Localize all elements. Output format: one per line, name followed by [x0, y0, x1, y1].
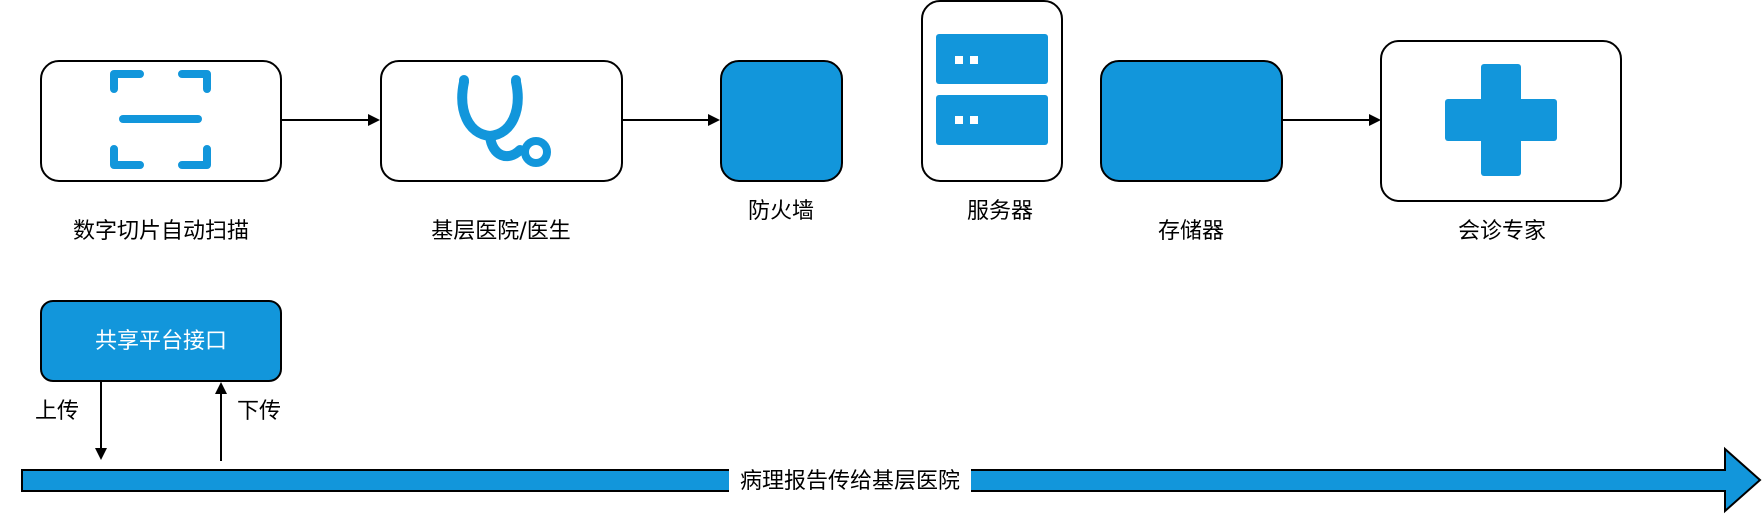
platform-label: 共享平台接口	[95, 329, 227, 354]
server-label: 服务器	[967, 199, 1033, 224]
server-icon	[936, 34, 1048, 145]
node-storage[interactable]	[1100, 60, 1283, 182]
upload-label: 上传	[35, 399, 79, 424]
node-expert[interactable]	[1380, 40, 1622, 202]
band-label: 病理报告传给基层医院	[740, 469, 960, 494]
node-hospital[interactable]	[380, 60, 623, 182]
medical-cross-icon	[1445, 64, 1557, 176]
node-server[interactable]	[921, 0, 1063, 182]
scanner-label: 数字切片自动扫描	[73, 219, 249, 244]
hospital-label: 基层医院/医生	[431, 219, 570, 244]
expert-label: 会诊专家	[1458, 219, 1546, 244]
node-scanner[interactable]	[40, 60, 282, 182]
node-platform[interactable]: 共享平台接口	[40, 300, 282, 382]
storage-label: 存储器	[1158, 219, 1224, 244]
scan-icon	[110, 70, 211, 169]
download-label: 下传	[237, 399, 281, 424]
firewall-label: 防火墙	[748, 199, 814, 224]
report-band-arrow: 病理报告传给基层医院	[21, 446, 1762, 514]
stethoscope-icon	[457, 75, 551, 167]
node-firewall[interactable]	[720, 60, 843, 182]
